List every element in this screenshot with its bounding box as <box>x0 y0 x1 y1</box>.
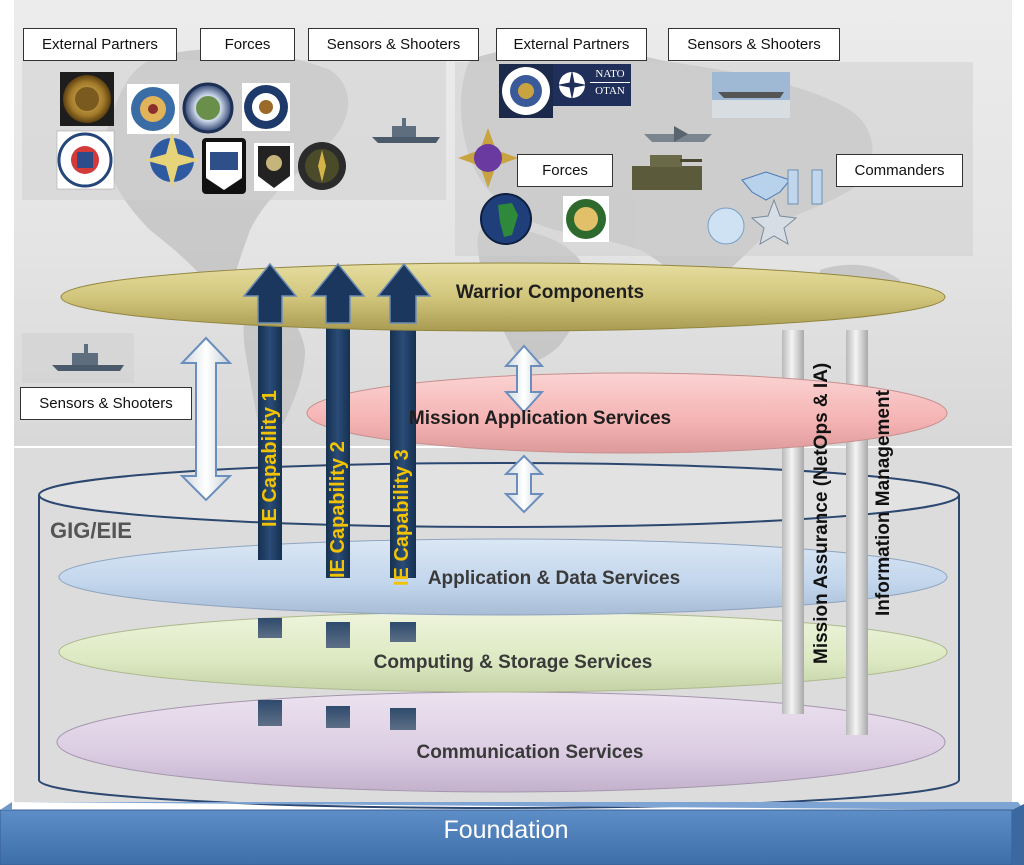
label-external-partners-left: External Partners <box>23 28 177 61</box>
computing-storage-label: Computing & Storage Services <box>373 652 653 673</box>
information-management-label: Information Management <box>873 390 894 616</box>
ie-capability-2-label: IE Capability 2 <box>327 441 349 578</box>
application-data-label: Application & Data Services <box>427 568 681 589</box>
communication-label: Communication Services <box>416 742 644 763</box>
label-sensors-shooters-lower: Sensors & Shooters <box>20 387 192 420</box>
label-forces-left: Forces <box>200 28 295 61</box>
label-external-partners-right: External Partners <box>496 28 647 61</box>
gig-eie-label: GIG/EIE <box>50 518 132 543</box>
mission-assurance-label: Mission Assurance (NetOps & IA) <box>811 362 832 664</box>
label-sensors-shooters-left: Sensors & Shooters <box>308 28 479 61</box>
capability-segments <box>258 618 416 730</box>
capability-arrowheads <box>242 262 432 324</box>
agency-seals-left <box>56 72 440 194</box>
otan-text: OTAN <box>590 82 630 99</box>
agency-seals-right <box>458 64 823 246</box>
ie-capability-3-label: IE Capability 3 <box>391 449 413 586</box>
warrior-components-label: Warrior Components <box>455 282 645 303</box>
ie-capability-1-label: IE Capability 1 <box>259 390 281 527</box>
label-forces-right: Forces <box>517 154 613 187</box>
label-commanders: Commanders <box>836 154 963 187</box>
mission-application-label: Mission Application Services <box>408 408 672 429</box>
double-arrows <box>179 336 545 514</box>
capability-bars <box>258 320 416 578</box>
mission-app-disc <box>306 372 948 454</box>
foundation-label: Foundation <box>443 816 569 844</box>
label-sensors-shooters-right: Sensors & Shooters <box>668 28 840 61</box>
nato-text: NATO <box>595 68 625 80</box>
ship-image <box>52 344 124 371</box>
foundation-block <box>0 802 1024 865</box>
nato-label: NATO OTAN <box>590 66 630 99</box>
